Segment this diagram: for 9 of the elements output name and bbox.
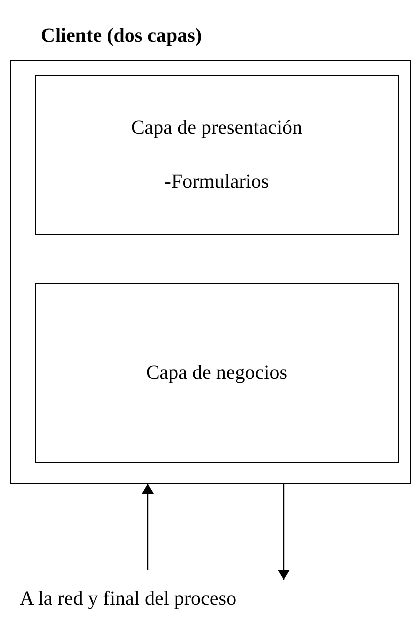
arrow xyxy=(142,484,154,570)
layer-box xyxy=(35,283,399,463)
layer-title: Capa de presentación xyxy=(131,116,303,141)
network-label: A la red y final del proceso xyxy=(20,584,350,614)
arrow xyxy=(278,484,290,580)
layer-box xyxy=(35,75,399,235)
box-heading: Cliente (dos capas) xyxy=(41,24,202,49)
layer-title: Capa de negocios xyxy=(146,361,288,386)
layer-item: -Formularios xyxy=(164,170,270,195)
